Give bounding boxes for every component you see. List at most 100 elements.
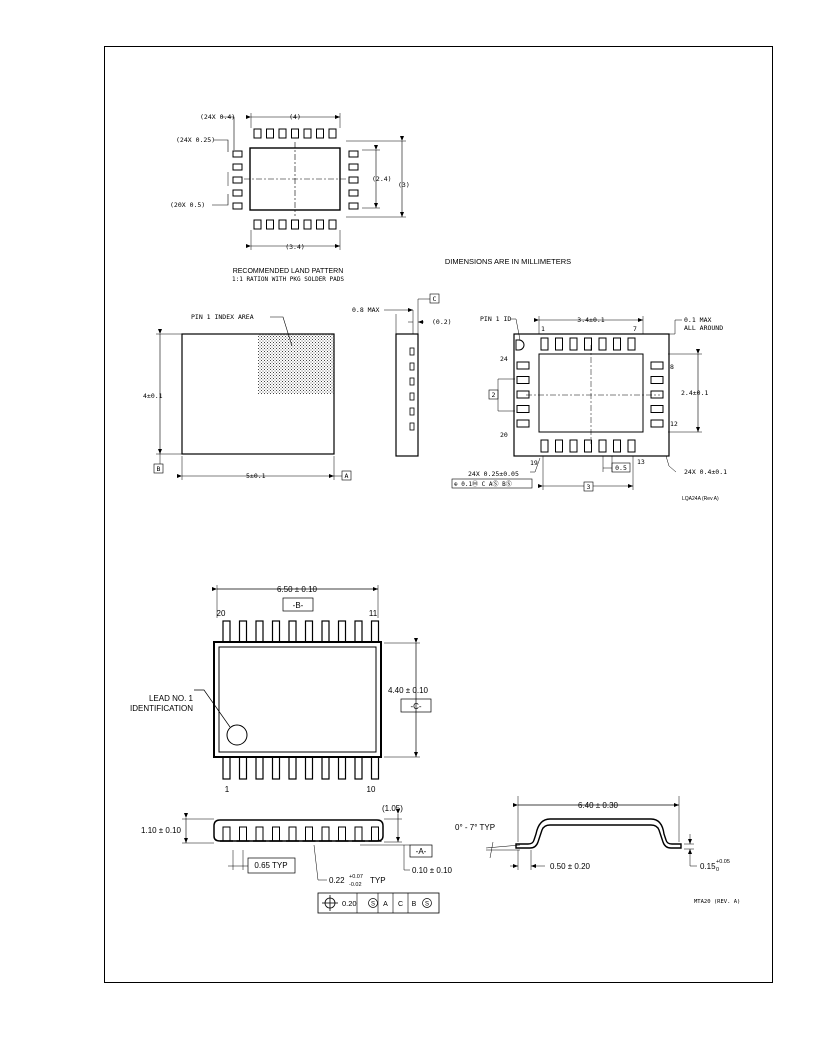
tssop-lead — [321, 620, 330, 643]
pin-19-label: 19 — [530, 459, 538, 467]
max-all-around-1: 0.1 MAX — [684, 316, 711, 324]
tssop-lead — [337, 756, 347, 780]
tssop-pin-10: 10 — [367, 785, 376, 794]
fcf-datum-b: B — [412, 901, 417, 908]
side-pad — [409, 377, 415, 386]
lqa-pads-left — [516, 361, 530, 428]
lqa-top-view — [153, 316, 352, 481]
lqa-pad — [598, 439, 607, 453]
pin-8-label: 8 — [670, 363, 674, 371]
tssop-datum-b-box — [282, 597, 314, 612]
pin-13-label: 13 — [637, 458, 645, 466]
lead1-label-2: IDENTIFICATION — [130, 704, 193, 713]
lqa-bottom-body — [513, 333, 670, 457]
tssop-body-outer — [213, 641, 382, 758]
lqa-pads-bottom — [540, 439, 636, 453]
lp-dim-bottom-width: (3.4) — [285, 243, 305, 251]
tssop-side-height: 1.10 ± 0.10 — [141, 826, 182, 835]
tssop-lead — [255, 756, 264, 780]
land-pad — [232, 163, 243, 171]
lp-caption-1: RECOMMENDED LAND PATTERN — [233, 268, 344, 275]
tssop-side-leads — [220, 826, 382, 842]
pin-20-label: 20 — [500, 431, 508, 439]
pin-24-label: 24 — [500, 355, 508, 363]
tssop-lead — [370, 620, 380, 643]
tssop-rev-label: MTA20 (REV. A) — [694, 899, 740, 905]
land-pad — [278, 219, 287, 230]
pin1-index-area — [258, 334, 334, 394]
tssop-lead — [354, 756, 363, 780]
lqa-side-body — [395, 333, 419, 457]
tssop-lead-width-minus: -0.02 — [349, 882, 362, 888]
lqa-pad — [516, 419, 530, 428]
tssop-side-view — [182, 809, 440, 914]
tssop-lead — [370, 756, 380, 780]
tssop-lead — [271, 756, 281, 780]
tssop-fcf-frame — [317, 892, 440, 914]
lqa-pad — [540, 337, 549, 351]
land-pad — [348, 202, 359, 210]
tssop-thickness-plus: +0.05 — [716, 859, 730, 865]
lqa-bottom-view — [451, 316, 702, 492]
tssop-side-lead — [255, 826, 264, 842]
lqa-top-width: 5±0.1 — [246, 472, 266, 480]
tssop-lead-width-typ: TYP — [370, 876, 386, 885]
land-pad — [266, 128, 274, 139]
land-pad — [348, 176, 359, 184]
tssop-lead — [288, 620, 297, 643]
side-pad — [409, 347, 415, 356]
datum-c-box — [429, 293, 440, 304]
lqa-pad — [555, 337, 563, 351]
pitch-label: 0.5 — [615, 464, 627, 472]
tssop-lead — [222, 620, 231, 643]
tssop-width: 6.50 ± 0.10 — [277, 585, 318, 594]
lqa-pad — [516, 376, 530, 384]
rfs-letter-1: S — [371, 902, 375, 908]
land-pad — [328, 128, 337, 139]
land-pad — [232, 202, 243, 210]
lead1-label-1: LEAD NO. 1 — [149, 694, 194, 703]
lp-dim-24x-025: (24X 0.25) — [176, 136, 215, 144]
pad-width-label: 24X 0.25±0.05 — [468, 470, 519, 478]
lp-caption-2: 1:1 RATION WITH PKG SOLDER PADS — [232, 276, 344, 283]
tssop-foot: 0.50 ± 0.20 — [550, 862, 591, 871]
lqa-pad — [650, 419, 664, 428]
lqa-pad — [516, 405, 530, 413]
rfs-symbol-1 — [368, 898, 378, 908]
lqa-top-height: 4±0.1 — [143, 392, 163, 400]
land-pad — [291, 219, 299, 230]
datum-a-box — [341, 470, 352, 481]
tssop-thickness: 0.15 — [700, 862, 716, 871]
tssop-top-view — [194, 585, 432, 780]
tssop-pin-11: 11 — [369, 609, 378, 618]
drawing-sheet-border — [104, 46, 773, 983]
land-pad — [278, 128, 287, 139]
tssop-datum-a: -A- — [416, 847, 427, 856]
tssop-lead-width: 0.22 — [329, 876, 345, 885]
pin1-index-label: PIN 1 INDEX AREA — [191, 313, 254, 321]
tssop-pitch-box — [247, 857, 296, 874]
fcf-datum-a: A — [383, 901, 388, 908]
tssop-lead — [304, 620, 314, 643]
land-pattern-labels: (4) (24X 0.4) (24X 0.25) (20X 0.5) (2.4)… — [170, 113, 410, 251]
tssop-pin-1: 1 — [225, 785, 230, 794]
lqa-pad — [555, 439, 563, 453]
datum-3-box — [583, 481, 594, 492]
land-pad — [266, 219, 274, 230]
datum-3-label: 3 — [587, 483, 591, 491]
lp-dim-outer-height: (3) — [398, 181, 410, 189]
pitch-box — [611, 462, 631, 473]
lqa-bottom-labels: PIN 1 ID 1 7 8 12 13 19 20 24 3.4±0.1 0.… — [454, 315, 727, 491]
land-pad — [348, 189, 359, 197]
tssop-leads-top — [222, 620, 380, 643]
lqa-pad — [613, 439, 621, 453]
land-pad — [253, 219, 262, 230]
tssop-side-lead — [321, 826, 330, 842]
land-pad — [348, 150, 359, 158]
tssop-pin-20: 20 — [217, 609, 226, 618]
land-pads-bottom — [253, 219, 337, 230]
pin-12-label: 12 — [670, 420, 678, 428]
tssop-side-lead — [371, 826, 379, 842]
land-pad — [232, 176, 243, 184]
tssop-side-lead — [305, 826, 313, 842]
